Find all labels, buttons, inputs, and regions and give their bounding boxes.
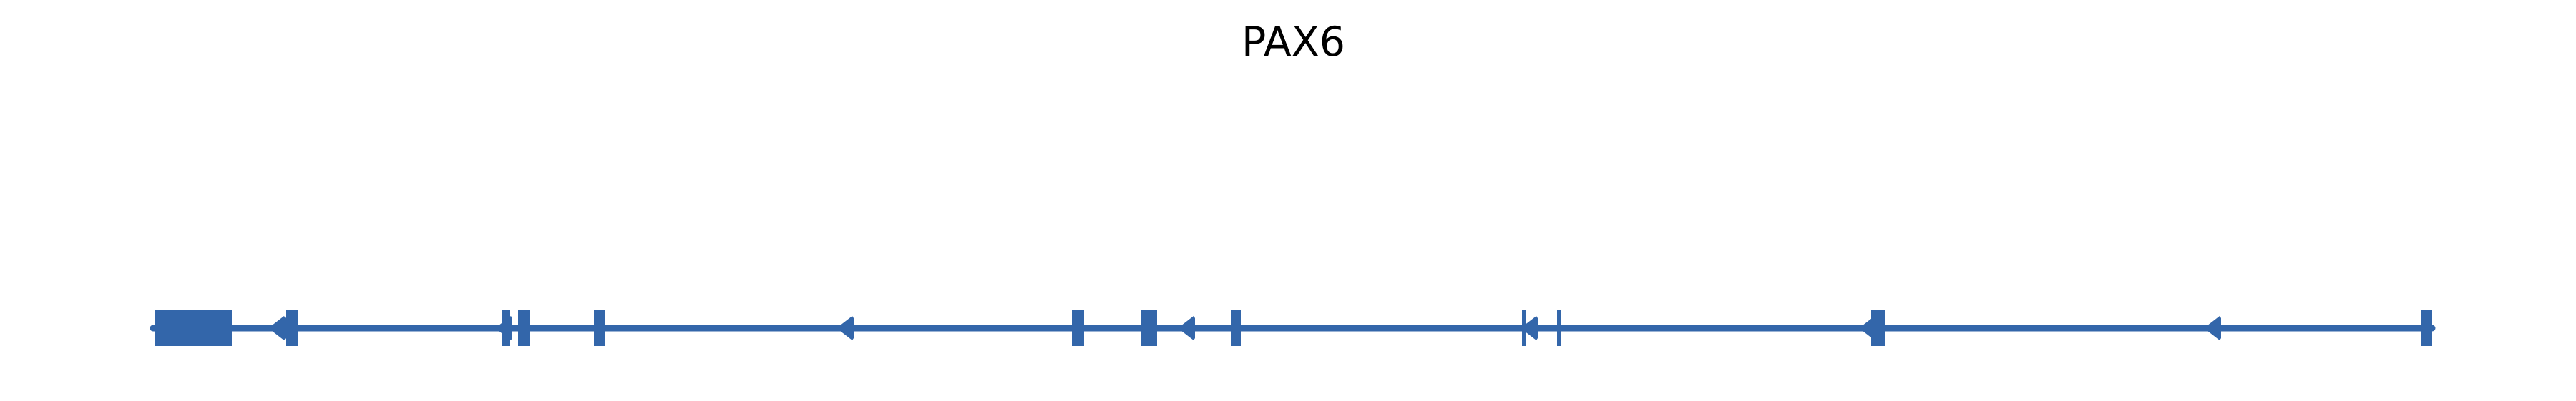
strand-arrow-icon xyxy=(1178,316,1195,340)
strand-arrow-icon xyxy=(1859,316,1876,340)
exon-block xyxy=(155,310,232,346)
exon-block xyxy=(2421,310,2432,346)
exon-block xyxy=(1557,310,1561,346)
exon-block xyxy=(1231,310,1241,346)
exon-block xyxy=(518,310,530,346)
exon-block xyxy=(286,310,298,346)
strand-arrow-icon xyxy=(1521,316,1538,340)
gene-title: PAX6 xyxy=(1241,19,1346,66)
gene-model-pax6 xyxy=(150,310,2436,346)
exon-block xyxy=(1141,310,1157,346)
strand-arrow-icon xyxy=(495,316,512,340)
strand-arrow-icon xyxy=(268,316,286,340)
strand-arrow-icon xyxy=(836,316,854,340)
strand-arrow-icon xyxy=(2204,316,2221,340)
exon-block xyxy=(1072,310,1084,346)
exon-block xyxy=(594,310,605,346)
